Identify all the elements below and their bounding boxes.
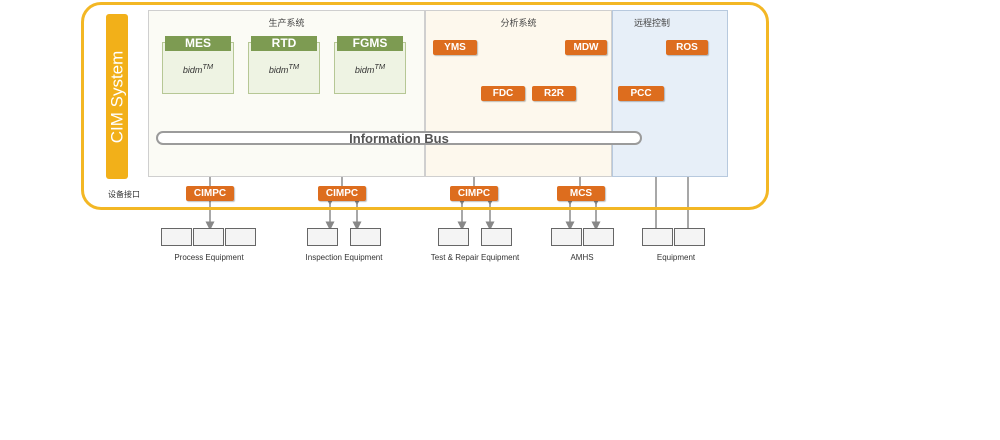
- test-repair-equipment-icon: [438, 228, 469, 246]
- system-card-rtd: bidmTM RTD: [248, 36, 320, 94]
- inspection-equipment-label: Inspection Equipment: [305, 253, 383, 262]
- system-card-mes: bidmTM MES: [162, 36, 234, 94]
- analysis-panel-title: 分析系统: [500, 18, 537, 28]
- cimpc-box-process: CIMPC: [186, 186, 234, 201]
- cim-system-bar: CIM System: [106, 14, 128, 179]
- cimpc-box-test-repair: CIMPC: [450, 186, 498, 201]
- amhs-equipment-icon: [583, 228, 614, 246]
- mes-product-label: bidmTM: [182, 61, 214, 75]
- inspection-equipment-icon: [350, 228, 381, 246]
- equipment-interface-label: 设备接口: [108, 190, 140, 199]
- pcc-box: PCC: [618, 86, 664, 101]
- amhs-label: AMHS: [570, 253, 594, 262]
- production-panel-title: 生产系统: [268, 18, 305, 28]
- remote-equipment-icon: [674, 228, 705, 246]
- fdc-box: FDC: [481, 86, 525, 101]
- remote-equipment-label: Equipment: [656, 253, 696, 262]
- fgms-product-label: bidmTM: [354, 61, 386, 75]
- information-bus-label: Information Bus: [349, 131, 449, 146]
- rtd-product-label: bidmTM: [268, 61, 300, 75]
- process-equipment-icon: [225, 228, 256, 246]
- system-card-fgms: bidmTM FGMS: [334, 36, 406, 94]
- cimpc-box-inspection: CIMPC: [318, 186, 366, 201]
- ros-box: ROS: [666, 40, 708, 55]
- cim-system-label: CIM System: [107, 50, 126, 143]
- test-repair-equipment-label: Test & Repair Equipment: [430, 253, 520, 262]
- test-repair-equipment-icon: [481, 228, 512, 246]
- process-equipment-icon: [193, 228, 224, 246]
- inspection-equipment-icon: [307, 228, 338, 246]
- fgms-tab: FGMS: [337, 36, 403, 51]
- process-equipment-label: Process Equipment: [174, 253, 244, 262]
- amhs-equipment-icon: [551, 228, 582, 246]
- rtd-tab: RTD: [251, 36, 317, 51]
- mcs-box: MCS: [557, 186, 605, 201]
- remote-panel-title: 远程控制: [633, 18, 670, 28]
- yms-box: YMS: [433, 40, 477, 55]
- cim-frame: [81, 2, 769, 210]
- r2r-box: R2R: [532, 86, 576, 101]
- mdw-box: MDW: [565, 40, 607, 55]
- mes-tab: MES: [165, 36, 231, 51]
- process-equipment-icon: [161, 228, 192, 246]
- information-bus: Information Bus: [156, 131, 642, 145]
- remote-equipment-icon: [642, 228, 673, 246]
